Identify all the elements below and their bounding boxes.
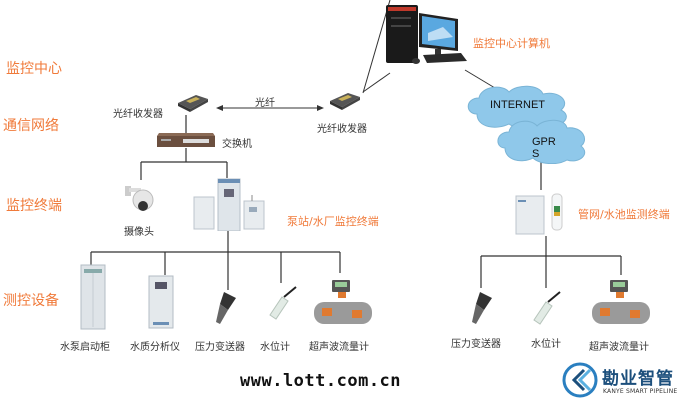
device-label-pressure-transmitter-right: 压力变送器 (451, 339, 501, 350)
gprs-cloud-icon (495, 118, 590, 165)
pump-station-terminal-icon (192, 177, 268, 232)
water-level-gauge-icon (530, 290, 562, 330)
pressure-transmitter-icon (466, 290, 496, 328)
pipe-network-terminal-icon (514, 192, 570, 236)
camera-label: 摄像头 (124, 227, 154, 238)
arrow-left-icon (216, 105, 223, 111)
arrow-right-icon (317, 105, 324, 111)
ultrasonic-flowmeter-icon (590, 278, 652, 328)
water-level-gauge-icon (266, 285, 298, 325)
gprs-cloud-label-line2: S (532, 148, 540, 160)
camera-icon (123, 182, 157, 216)
brand-name-en: KANYE SMART PIPELINE (603, 388, 678, 395)
device-label-pressure-transmitter: 压力变送器 (195, 342, 245, 353)
internet-cloud-label: INTERNET (490, 99, 545, 111)
line-computer-transceiver (362, 0, 391, 94)
pressure-transmitter-icon (210, 290, 240, 328)
device-label-ultrasonic-flowmeter-right: 超声波流量计 (589, 342, 649, 353)
water-quality-analyzer-icon (147, 274, 175, 330)
pump-station-terminal-label: 泵站/水厂监控终端 (287, 215, 379, 228)
fiber-transceiver-icon (328, 91, 362, 111)
device-label-pump-cabinet: 水泵启动柜 (60, 342, 110, 353)
pipe-network-terminal-label: 管网/水池监测终端 (578, 208, 670, 221)
device-label-water-quality-analyzer: 水质分析仪 (130, 342, 180, 353)
fiber-transceiver-icon (176, 93, 210, 113)
layer-measurement-devices: 测控设备 (3, 293, 59, 309)
internet-cloud-icon (465, 84, 575, 129)
device-label-water-level-gauge: 水位计 (260, 342, 290, 353)
website-url[interactable]: www.lott.com.cn (240, 371, 402, 391)
line-computer-internet (464, 69, 496, 89)
layer-monitoring-terminal: 监控终端 (6, 198, 62, 214)
layer-communication-network: 通信网络 (3, 118, 59, 134)
switch-label: 交换机 (222, 139, 252, 150)
layer-monitoring-center: 监控中心 (6, 61, 62, 77)
fiber-link-label: 光纤 (255, 98, 275, 109)
fiber-transceiver-right-label: 光纤收发器 (317, 124, 367, 135)
brand-name-cn: 勘业智管 (602, 369, 674, 389)
brand-logo-icon (562, 362, 598, 398)
computer-icon (383, 3, 473, 67)
center-computer-label: 监控中心计算机 (473, 37, 550, 50)
gprs-cloud-label-line1: GPR (532, 136, 556, 148)
ultrasonic-flowmeter-icon (312, 278, 374, 328)
switch-icon (155, 133, 217, 149)
pump-cabinet-icon (80, 263, 106, 331)
device-label-water-level-gauge-right: 水位计 (531, 339, 561, 350)
device-label-ultrasonic-flowmeter: 超声波流量计 (309, 342, 369, 353)
fiber-transceiver-left-label: 光纤收发器 (113, 109, 163, 120)
